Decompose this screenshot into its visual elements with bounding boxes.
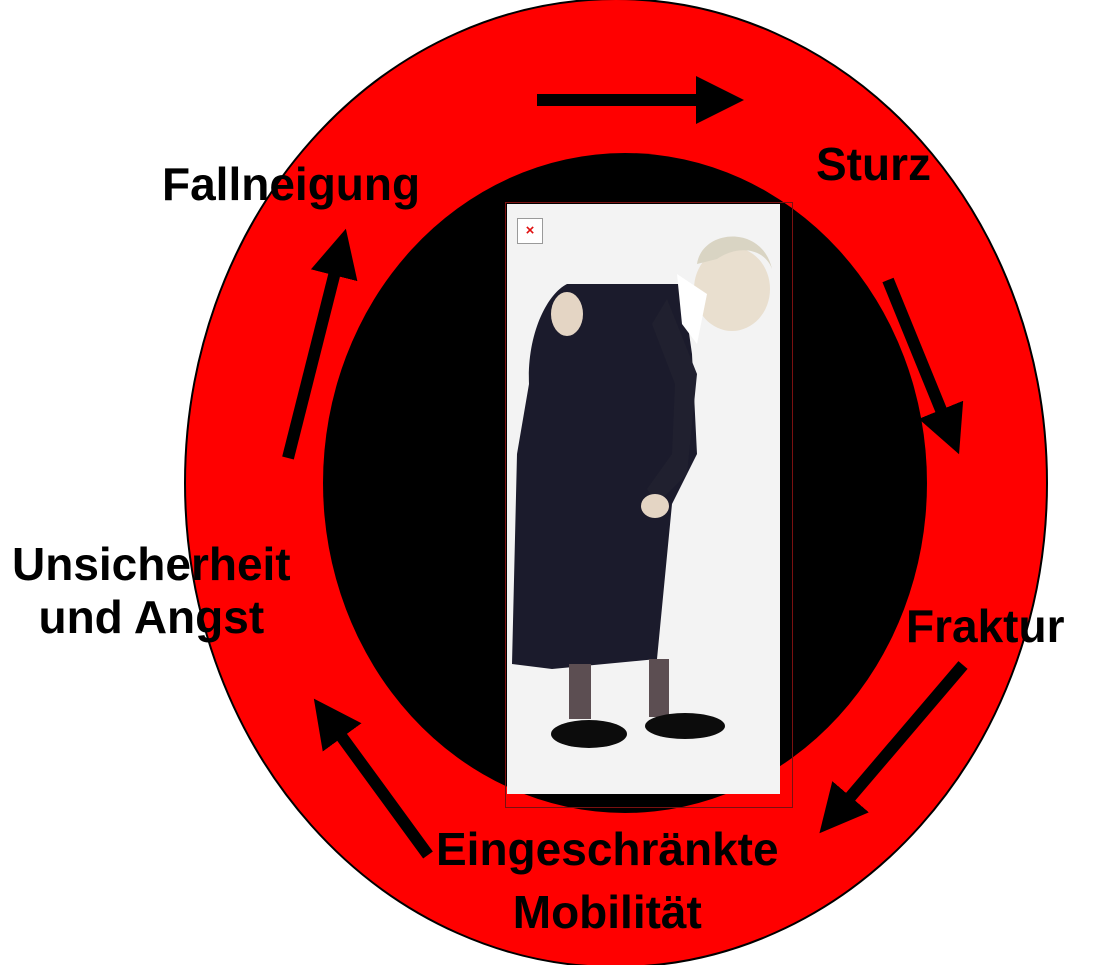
node-fallneigung: Fallneigung [162, 158, 420, 211]
node-mobilitaet-line1: Eingeschränkte [436, 818, 779, 881]
broken-image-icon: × [517, 218, 543, 244]
photo-frame [505, 202, 793, 808]
node-unsicherheit-line1: Unsicherheit [12, 538, 291, 591]
node-unsicherheit-und-angst: Unsicherheit und Angst [12, 538, 291, 644]
node-fraktur: Fraktur [906, 600, 1064, 653]
node-unsicherheit-line2: und Angst [12, 591, 291, 644]
node-mobilitaet-line2: Mobilität [436, 881, 779, 944]
node-sturz: Sturz [816, 138, 931, 191]
node-eingeschraenkte-mobilitaet: Eingeschränkte Mobilität [436, 818, 779, 945]
